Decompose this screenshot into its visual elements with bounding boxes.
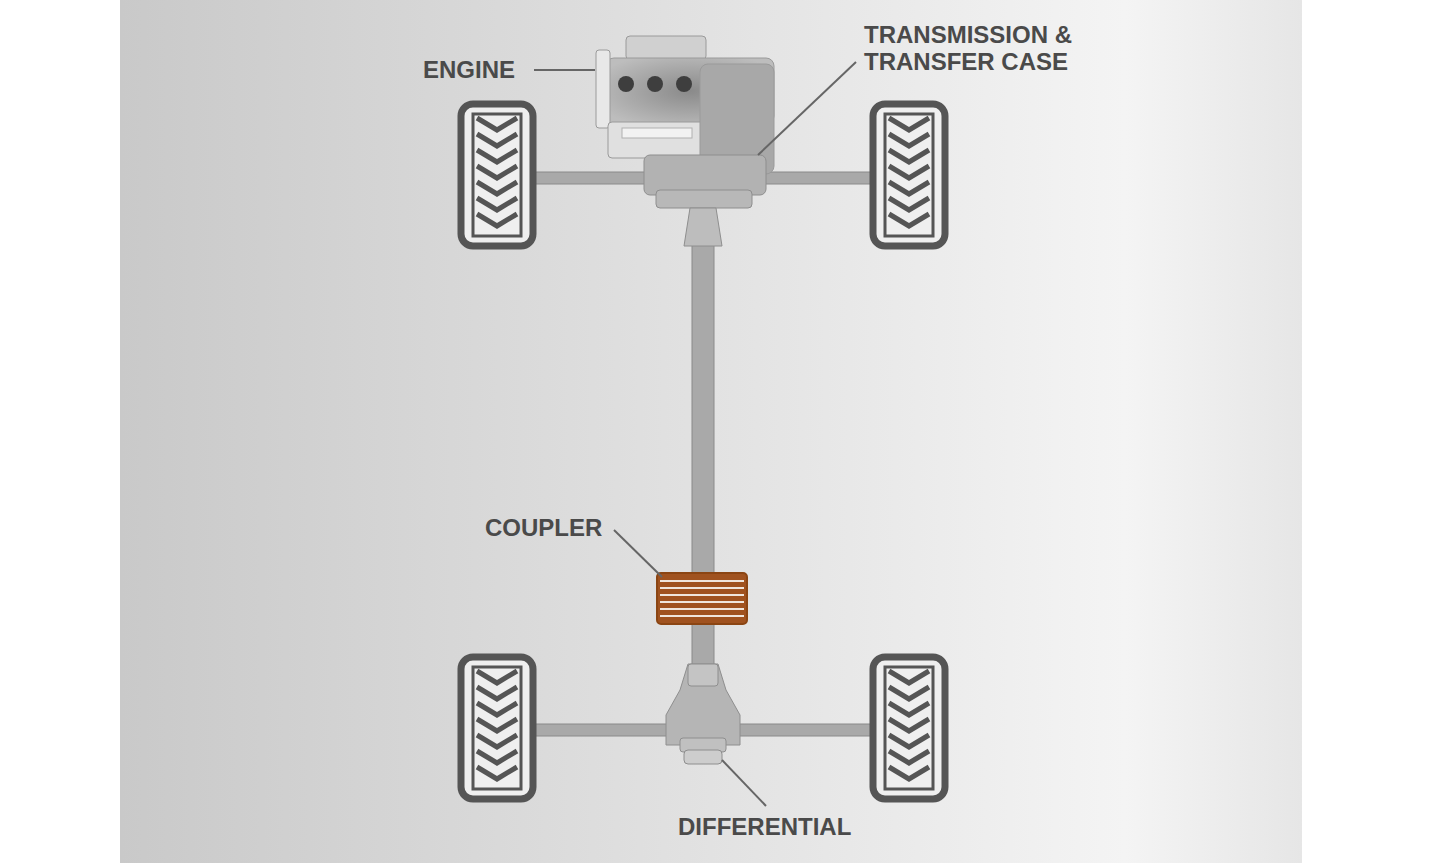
background <box>120 0 1302 863</box>
leader-lines <box>534 62 856 806</box>
coupler-plate <box>660 608 744 610</box>
coupler-plate <box>660 587 744 589</box>
wheel <box>873 657 945 799</box>
coupler <box>657 573 747 624</box>
transmission-transfer-case <box>644 64 774 246</box>
wheel <box>461 104 533 246</box>
coupler-plate <box>660 594 744 596</box>
part-label: DIFFERENTIAL <box>678 813 851 840</box>
part-label: TRANSMISSION & TRANSFER CASE <box>864 21 1114 75</box>
wheel <box>461 657 533 799</box>
part-label: ENGINE <box>423 56 515 83</box>
coupler-plate <box>660 580 744 582</box>
coupler-plate <box>660 601 744 603</box>
part-label: COUPLER <box>485 514 602 541</box>
wheel <box>873 104 945 246</box>
wheels <box>461 104 945 799</box>
differential <box>666 664 740 764</box>
coupler-plate <box>660 615 744 617</box>
